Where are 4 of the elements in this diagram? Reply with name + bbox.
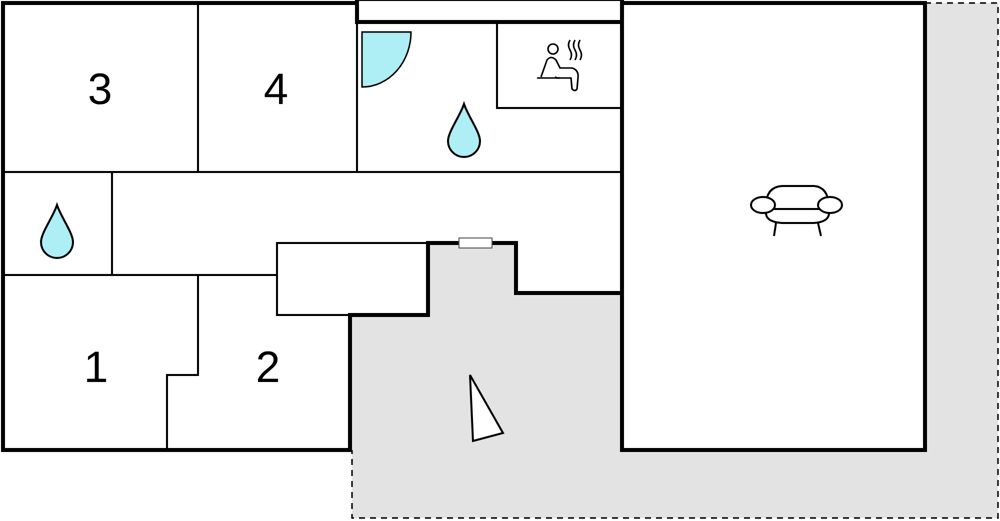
room-number: 1	[84, 346, 108, 390]
room-number: 3	[88, 68, 112, 112]
room-number: 2	[256, 346, 280, 390]
room-number: 4	[264, 68, 288, 112]
